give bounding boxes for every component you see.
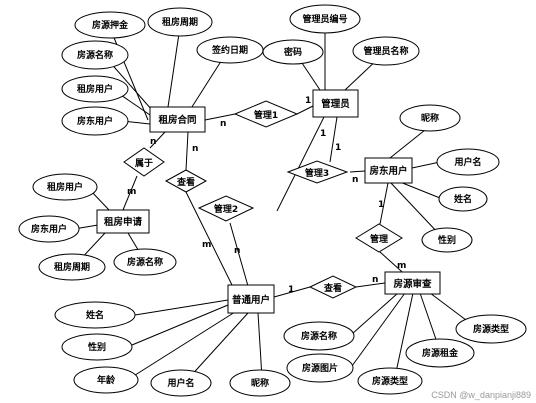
attr-application-listing-name: 房源名称 (113, 248, 177, 276)
attr-contract-period: 租房周期 (147, 7, 213, 37)
card-landlord-manage3: n (352, 175, 358, 185)
attr-review-rent: 房源租金 (405, 338, 475, 368)
svg-text:姓名: 姓名 (453, 193, 472, 205)
relationship-manage-landlord[interactable]: 管理 (355, 223, 403, 253)
entity-normal-user[interactable]: 普通用户 (227, 284, 275, 314)
attr-landlord-name: 姓名 (438, 186, 488, 212)
svg-text:房源名称: 房源名称 (127, 256, 163, 268)
svg-text:昵称: 昵称 (421, 112, 439, 124)
watermark: CSDN @w_danpianji889 (431, 390, 531, 400)
attr-landlord-nickname: 昵称 (399, 104, 461, 132)
entity-label: 租房合同 (158, 114, 196, 126)
attr-contract-landlord: 房东用户 (61, 106, 129, 136)
attr-user-nickname: 昵称 (229, 369, 291, 397)
card-contract-manage1: n (220, 119, 226, 129)
card-landlord-manage: 1 (378, 200, 384, 210)
relationship-label: 查看 (323, 282, 342, 294)
svg-text:房源名称: 房源名称 (301, 330, 337, 342)
attr-review-image: 房源图片 (286, 353, 354, 383)
relationship-label: 查看 (176, 176, 195, 188)
entity-rental-contract[interactable]: 租房合同 (149, 106, 206, 133)
entity-label: 租房申请 (104, 216, 143, 228)
svg-text:房源类型: 房源类型 (372, 375, 408, 387)
card-user-manage2: n (234, 246, 240, 256)
entity-label: 普通用户 (232, 294, 270, 306)
card-application-belongs: m (127, 187, 136, 197)
card-review-view-listing: n (372, 275, 378, 285)
attr-application-tenant: 租房用户 (32, 173, 98, 201)
attr-application-landlord: 房东用户 (18, 215, 80, 243)
card-contract-view: n (192, 144, 198, 154)
attr-admin-id: 管理员编号 (289, 4, 361, 34)
attr-admin-name: 管理员名称 (352, 36, 420, 66)
card-admin-manage2: 1 (320, 129, 326, 139)
attr-user-name: 姓名 (54, 301, 136, 329)
attr-user-gender: 性别 (61, 333, 133, 361)
relationship-belongs-to[interactable]: 属于 (123, 147, 165, 177)
svg-text:管理员编号: 管理员编号 (302, 13, 347, 25)
svg-text:用户名: 用户名 (166, 377, 194, 389)
svg-text:签约日期: 签约日期 (211, 44, 248, 56)
svg-text:密码: 密码 (283, 46, 302, 58)
entity-admin[interactable]: 管理员 (312, 89, 359, 118)
svg-text:性别: 性别 (88, 341, 106, 353)
card-user-view-listing: 1 (288, 285, 294, 295)
attr-user-username: 用户名 (150, 369, 212, 397)
relationship-manage3[interactable]: 管理3 (286, 160, 349, 184)
card-contract-belongs: n (150, 137, 156, 147)
attr-landlord-gender: 性别 (421, 227, 473, 253)
attr-contract-sign-date: 签约日期 (196, 36, 264, 64)
svg-text:房源类型: 房源类型 (473, 323, 509, 335)
attr-contract-listing-name: 房源名称 (61, 40, 129, 70)
attr-contract-deposit: 房源押金 (74, 11, 146, 39)
svg-text:房源名称: 房源名称 (77, 49, 113, 61)
connection-lines (73, 26, 471, 380)
entity-listing-review[interactable]: 房源审查 (384, 271, 441, 295)
svg-text:年龄: 年龄 (97, 374, 116, 386)
entity-landlord[interactable]: 房东用户 (364, 157, 413, 184)
attr-landlord-username: 用户名 (436, 148, 500, 176)
svg-text:租房周期: 租房周期 (162, 16, 198, 28)
relationship-manage1[interactable]: 管理1 (233, 100, 299, 128)
svg-text:房东用户: 房东用户 (31, 223, 67, 235)
entity-rental-application[interactable]: 租房申请 (96, 209, 150, 234)
svg-text:租房用户: 租房用户 (77, 83, 113, 95)
relationship-label: 管理 (370, 233, 388, 245)
card-admin-manage1: 1 (305, 96, 311, 106)
svg-text:房源押金: 房源押金 (92, 19, 129, 31)
attr-review-type-b: 房源类型 (357, 367, 423, 395)
attr-admin-password: 密码 (262, 39, 324, 65)
svg-text:租房用户: 租房用户 (47, 181, 83, 193)
svg-text:姓名: 姓名 (85, 309, 104, 321)
attr-contract-tenant: 租房用户 (61, 75, 129, 103)
svg-text:房源租金: 房源租金 (422, 347, 459, 359)
svg-text:昵称: 昵称 (251, 377, 269, 389)
attr-review-type-a: 房源类型 (455, 314, 527, 344)
relationship-view-contract[interactable]: 查看 (164, 169, 208, 193)
relationship-label: 管理2 (214, 203, 238, 215)
relationship-view-listing[interactable]: 查看 (308, 275, 358, 299)
relationship-label: 管理3 (305, 167, 329, 179)
card-admin-manage3: 1 (335, 143, 341, 153)
entity-label: 管理员 (321, 98, 350, 110)
svg-text:房源图片: 房源图片 (302, 362, 338, 374)
svg-text:租房周期: 租房周期 (54, 261, 90, 273)
entity-label: 房东用户 (369, 165, 407, 177)
svg-text:管理员名称: 管理员名称 (363, 45, 408, 57)
relationship-label: 管理1 (254, 109, 278, 121)
attr-application-period: 租房周期 (38, 253, 106, 281)
relationship-manage2[interactable]: 管理2 (197, 195, 255, 222)
attr-review-listing-name: 房源名称 (283, 321, 355, 351)
entity-label: 房源审查 (393, 278, 432, 290)
card-review-manage: m (397, 261, 406, 271)
relationship-label: 属于 (134, 157, 153, 169)
svg-text:性别: 性别 (438, 234, 456, 246)
svg-text:用户名: 用户名 (453, 156, 481, 168)
svg-text:房东用户: 房东用户 (77, 115, 113, 127)
card-user-view-contract: m (202, 240, 211, 250)
attr-user-age: 年龄 (73, 366, 139, 394)
